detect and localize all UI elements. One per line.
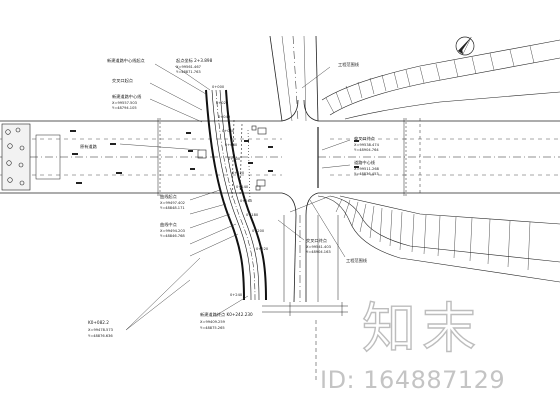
north-arrow-icon: [455, 36, 475, 56]
annotations: 新建道路中心线起点 起点坐标 2+3.898 X=99561.467 Y=488…: [80, 57, 380, 338]
station-ticks: [157, 118, 421, 196]
new-road-alignment: [205, 89, 267, 301]
note-7: 交叉口终点: [354, 135, 375, 142]
lane-markings: [70, 130, 359, 184]
note-2-y: Y=48871.763: [176, 70, 201, 74]
note-14-y: Y=48875.265: [200, 326, 225, 330]
station-10: 0+200: [252, 229, 265, 233]
cross-road: [262, 35, 348, 316]
station-8: 0+160: [240, 199, 253, 203]
note-2-x: X=99561.467: [176, 65, 201, 69]
existing-road: [0, 99, 560, 216]
station-2: 0+040: [218, 115, 231, 119]
note-14: 新建道路终点 K0+242.230: [200, 311, 253, 318]
note-2: 起点坐标 2+3.898: [176, 57, 213, 64]
note-11-y: Y=48904.163: [306, 250, 331, 254]
note-13-x: X=99478.573: [88, 328, 113, 332]
note-12: 工程范围线: [346, 257, 368, 264]
station-5: 0+100: [228, 157, 241, 161]
note-4: 新建道路中心线: [112, 93, 142, 100]
note-7-x: X=99538.474: [354, 143, 380, 147]
note-6: 原有道路: [80, 143, 98, 150]
note-5: 工程范围线: [338, 61, 360, 68]
station-12: 0+240: [230, 293, 243, 297]
note-10-y: Y=48846.768: [160, 234, 185, 238]
station-9: 0+180: [246, 213, 259, 217]
note-4-y: Y=48794.105: [112, 106, 137, 110]
station-0: 0+000: [212, 85, 225, 89]
note-10-x: X=99494.203: [160, 229, 185, 233]
note-8-x: X=99511.268: [354, 167, 380, 171]
station-7: 0+140: [236, 185, 249, 189]
note-1: 新建道路中心线起点: [107, 57, 145, 64]
note-11-x: X=99541.403: [306, 245, 331, 249]
note-14-x: X=99409.259: [200, 320, 226, 324]
station-4: 0+080: [225, 143, 238, 147]
note-7-y: Y=48904.764: [354, 148, 379, 152]
ne-embankment: [321, 39, 560, 120]
note-13: K0+082.2: [88, 320, 109, 325]
watermark-logo: 知末: [361, 296, 482, 360]
note-10: 曲线中点: [160, 221, 177, 228]
station-6: 0+120: [232, 171, 245, 175]
watermark-id: ID: 164887129: [320, 366, 506, 394]
station-11: 0+220: [256, 247, 269, 251]
note-3: 交叉口起点: [112, 77, 133, 84]
note-9-x: X=99497.402: [160, 201, 185, 205]
note-9: 曲线起点: [160, 193, 177, 200]
note-13-y: Y=48876.636: [88, 334, 113, 338]
note-4-x: X=99557.503: [112, 101, 137, 105]
station-3: 0+060: [222, 129, 235, 133]
note-11: 交叉口终点: [306, 237, 327, 244]
se-embankment: [317, 195, 560, 283]
note-9-y: Y=48848.171: [160, 206, 185, 210]
left-structure: [1, 123, 61, 191]
station-1: 0+020: [216, 101, 229, 105]
note-8: 道路中心线: [354, 159, 376, 166]
intersection-devices: [197, 119, 267, 201]
leader-lines: [119, 63, 351, 331]
note-8-y: Y=48836.453: [354, 172, 379, 176]
station-labels: 0+000 0+020 0+040 0+060 0+080 0+100 0+12…: [212, 85, 269, 297]
